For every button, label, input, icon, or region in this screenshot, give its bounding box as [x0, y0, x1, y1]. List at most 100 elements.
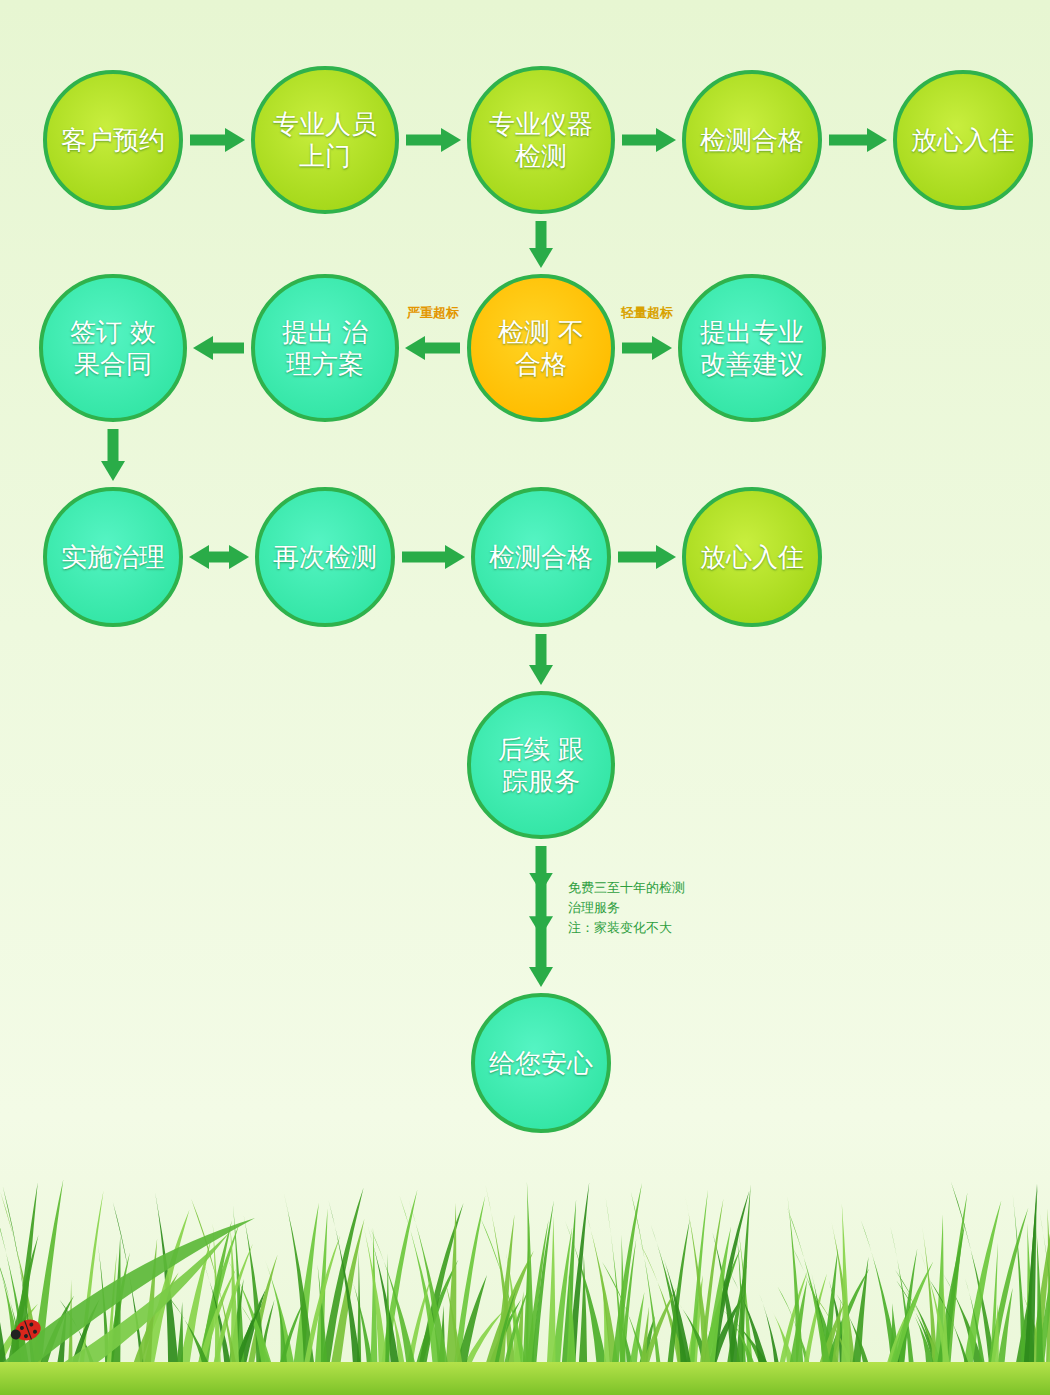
text-group: 提出 治理方案 — [269, 316, 381, 381]
circle-outline — [466, 65, 616, 215]
circle-shape — [473, 995, 609, 1131]
grass-blade — [381, 1189, 418, 1368]
grass-blade — [191, 1199, 237, 1368]
process-circle: 提出 治理方案 — [250, 273, 400, 423]
process-circle: 专业仪器 检测 — [466, 65, 616, 215]
grass-blade — [965, 1278, 986, 1368]
circle-shape — [45, 72, 181, 208]
circle-outline — [250, 65, 400, 215]
grass-blade — [841, 1204, 850, 1368]
grass-blade — [1023, 1184, 1036, 1368]
grass-blade — [942, 1273, 949, 1368]
process-circle: 专业人员 上门 — [250, 65, 400, 215]
process-circle: 放心入住 — [892, 69, 1034, 211]
circle-outline — [466, 690, 616, 840]
grass-blade — [328, 1200, 361, 1368]
grass-blade — [789, 1279, 808, 1368]
circle-shape — [473, 489, 609, 625]
ladybug — [8, 1316, 44, 1345]
flow-arrow — [209, 552, 229, 563]
grass-blade — [987, 1207, 1028, 1368]
text-group: 专业仪器 检测 — [485, 108, 597, 173]
text-group: 检测合格 — [489, 541, 593, 574]
circle-shape — [684, 72, 820, 208]
grass-blade — [445, 1203, 456, 1368]
grass-blade — [481, 1218, 528, 1368]
grass-blade — [166, 1294, 211, 1368]
flow-arrow — [622, 135, 656, 146]
process-circle: 放心入住 — [681, 486, 823, 628]
node-text: 放心入住 — [911, 124, 1015, 157]
flow-arrow — [190, 135, 225, 146]
flow-arrow — [829, 135, 867, 146]
grass-blade — [303, 1235, 340, 1368]
text-group: 放心入住 — [911, 124, 1015, 157]
flow-arrow — [618, 552, 656, 563]
circle-outline — [38, 273, 188, 423]
circle-shape — [469, 68, 613, 212]
grass-blade — [990, 1304, 999, 1368]
text-group: 检测 不合格 — [485, 316, 597, 381]
node-text: 提出专业 改善建议 — [696, 316, 808, 381]
grass-blade — [0, 1184, 7, 1368]
circle-outline — [466, 273, 616, 423]
flow-arrow — [622, 343, 652, 354]
circle-shape — [41, 276, 185, 420]
text-group: 专业人员 上门 — [269, 108, 381, 173]
circle-shape — [469, 693, 613, 837]
process-circle: 给您安心 — [470, 992, 612, 1134]
text-group: 客户预约 — [61, 124, 165, 157]
text-group: 检测合格 — [700, 124, 804, 157]
circle-shape — [253, 68, 397, 212]
node-text: 检测合格 — [700, 124, 804, 157]
circle-shape — [684, 489, 820, 625]
grass-blades — [0, 1179, 1050, 1368]
grass-blade — [759, 1294, 779, 1368]
grass-blade — [779, 1271, 808, 1368]
grass-blade — [315, 1208, 328, 1368]
edge-label: 免费三至十年的检测 治理服务 — [568, 878, 690, 918]
grass-blade — [523, 1222, 530, 1368]
grass-blade — [278, 1298, 288, 1368]
node-text: 专业仪器 检测 — [485, 108, 597, 173]
text-group: 再次检测 — [273, 541, 377, 574]
flow-arrow — [402, 552, 445, 563]
grass-blade — [640, 1307, 649, 1368]
node-text: 客户预约 — [61, 124, 165, 157]
grass-blade — [898, 1248, 917, 1368]
flow-arrow — [213, 343, 244, 354]
process-circle: 提出专业 改善建议 — [677, 273, 827, 423]
circle-shape — [895, 72, 1031, 208]
edge-label: 严重超标 — [407, 303, 459, 323]
grass-blade — [585, 1209, 619, 1368]
node-text: 放心入住 — [700, 541, 804, 574]
circle-shape — [680, 276, 824, 420]
node-text: 检测 不合格 — [485, 316, 597, 381]
grass-blade — [930, 1280, 971, 1368]
process-circle: 再次检测 — [254, 486, 396, 628]
grass-blade — [60, 1232, 230, 1368]
flow-arrow — [108, 429, 119, 461]
node-text: 提出 治理方案 — [269, 316, 381, 381]
grass-blade — [728, 1314, 757, 1368]
grass-blade — [385, 1254, 390, 1368]
text-group: 提出专业 改善建议 — [696, 316, 808, 381]
circle-outline — [250, 273, 400, 423]
process-circle: 实施治理 — [42, 486, 184, 628]
text-group: 实施治理 — [61, 541, 165, 574]
grass-blade — [0, 1218, 255, 1368]
note-text: 注：家装变化不大 — [568, 918, 672, 938]
grass-blade — [664, 1259, 692, 1368]
circle-shape — [469, 276, 613, 420]
grass-blade — [176, 1302, 183, 1368]
grass-blade — [915, 1316, 936, 1368]
node-text: 检测合格 — [489, 541, 593, 574]
flow-arrow — [536, 634, 547, 665]
circle-shape — [257, 489, 393, 625]
grass-blade — [371, 1229, 417, 1368]
circle-shape — [45, 489, 181, 625]
grass-blade — [685, 1192, 711, 1368]
grass-blade — [265, 1260, 295, 1368]
